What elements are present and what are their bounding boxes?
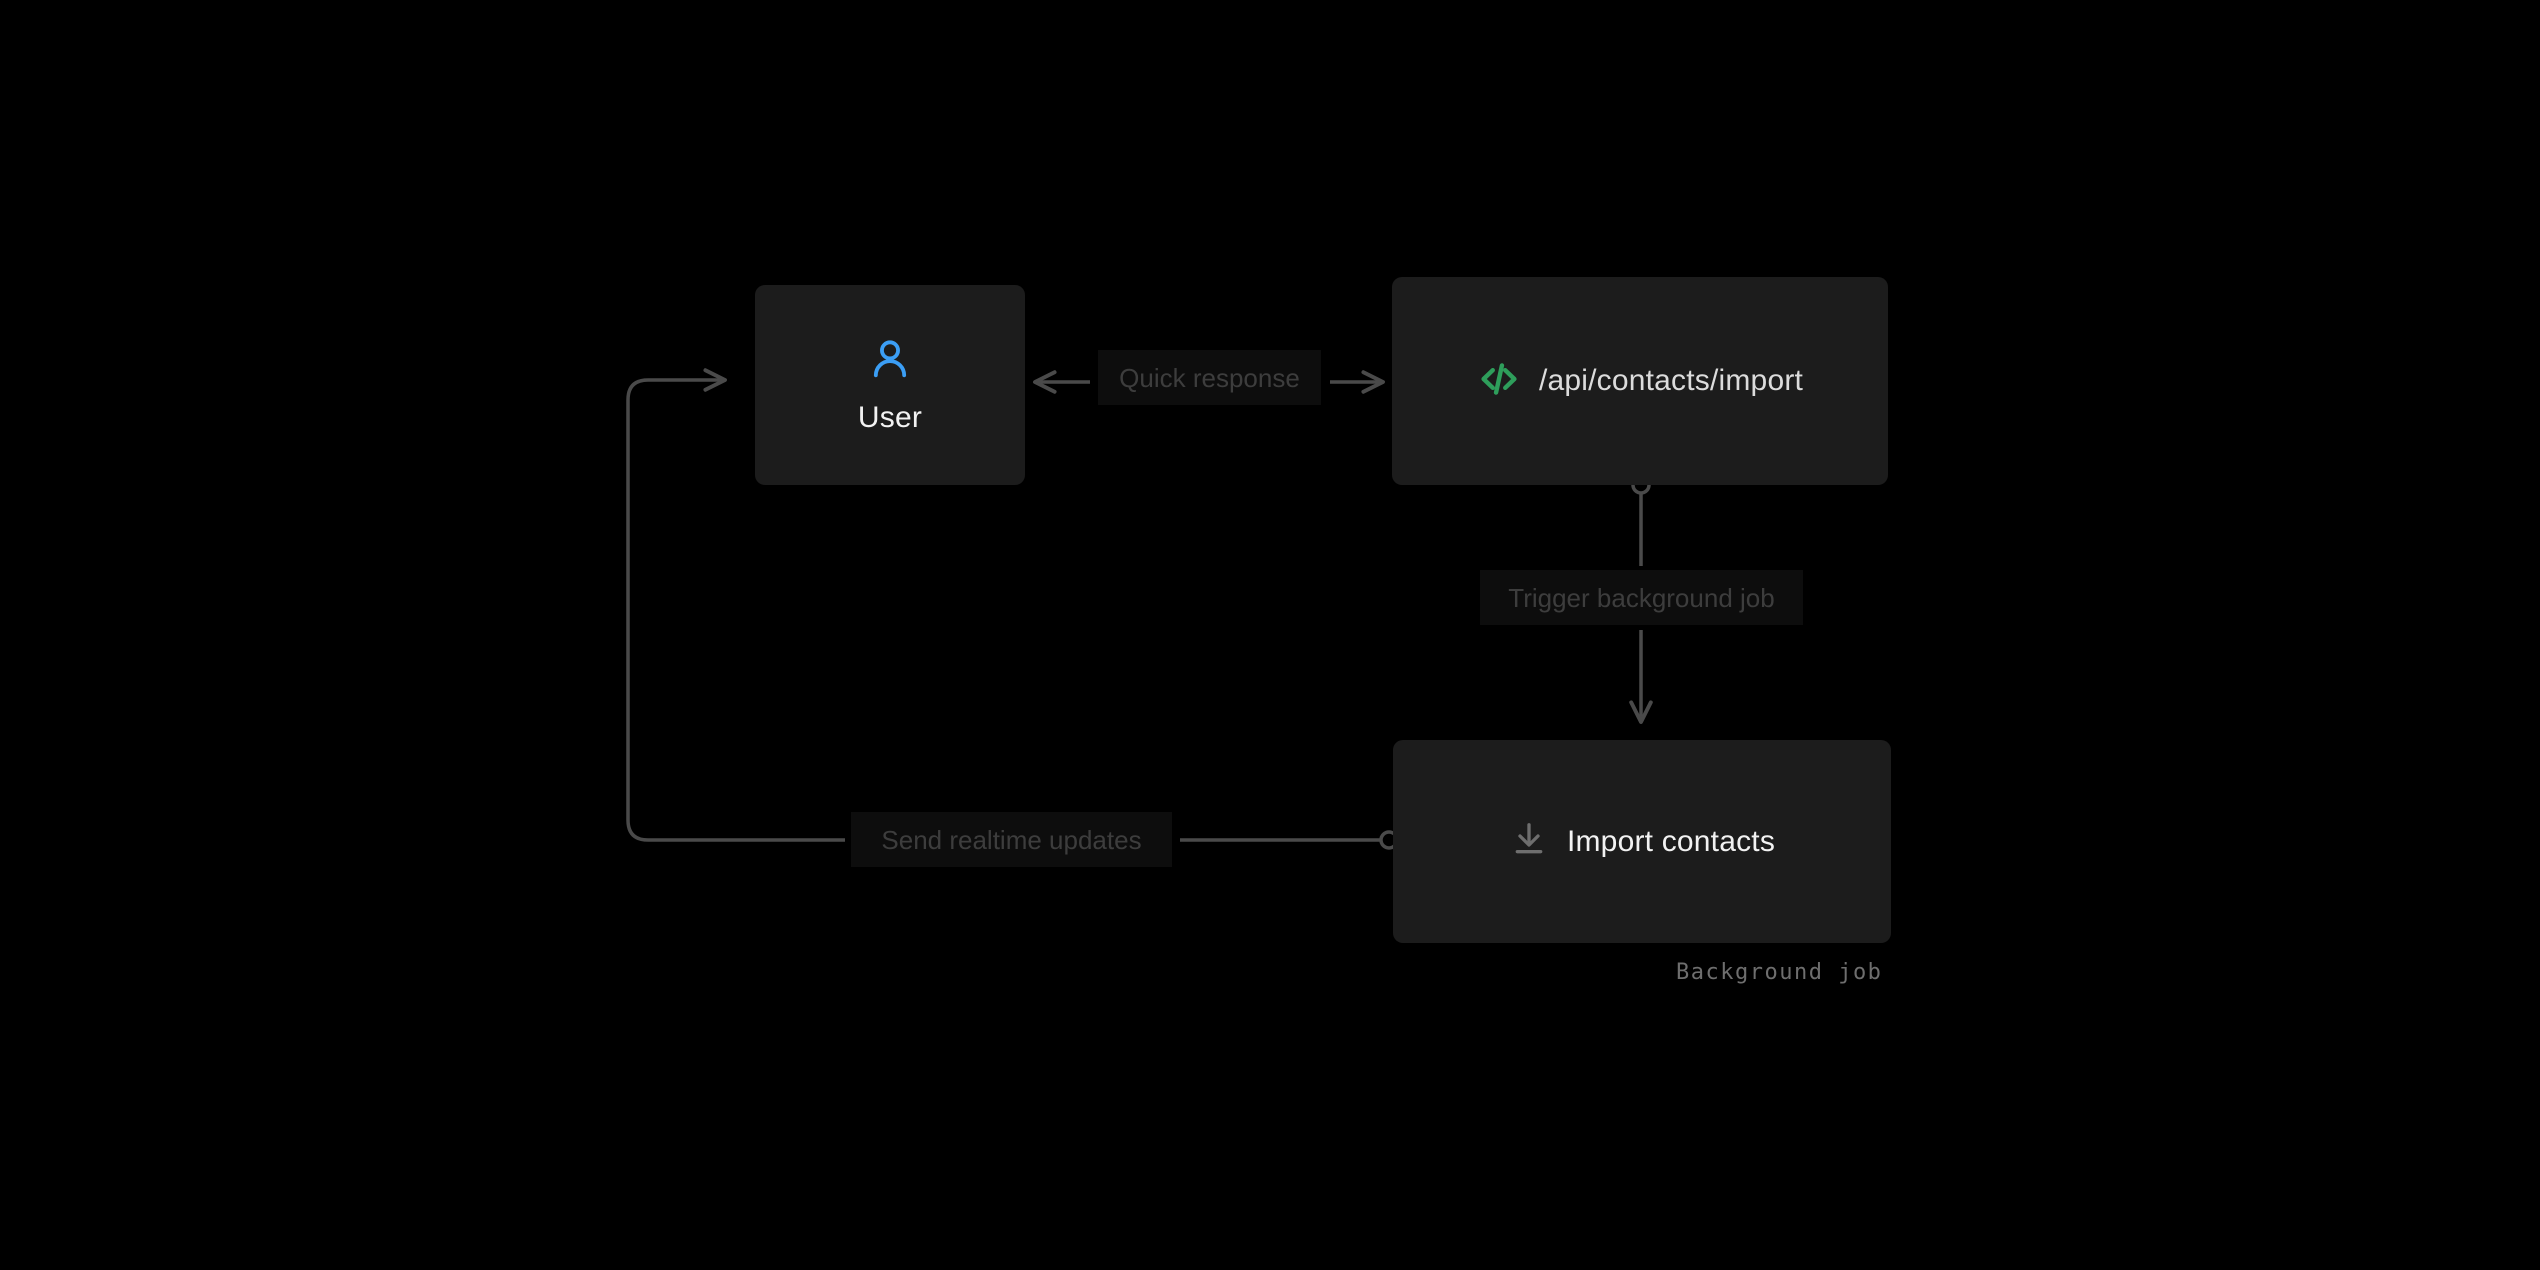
node-import-label: Import contacts <box>1566 824 1776 858</box>
edge-label-trigger-background-job: Trigger background job <box>1480 570 1803 625</box>
node-user-label: User <box>857 400 923 434</box>
edge-label-send-realtime-updates: Send realtime updates <box>851 812 1172 867</box>
node-import-caption: Background job <box>1676 960 1883 985</box>
node-import-contacts[interactable]: Import contacts <box>1393 740 1891 943</box>
node-api-label: /api/contacts/import <box>1538 364 1804 397</box>
node-api-endpoint[interactable]: /api/contacts/import <box>1392 277 1888 485</box>
person-icon <box>867 336 913 387</box>
edge-label-quick-response: Quick response <box>1098 350 1321 405</box>
code-icon <box>1477 357 1521 406</box>
download-icon <box>1509 819 1549 864</box>
node-user[interactable]: User <box>755 285 1025 485</box>
